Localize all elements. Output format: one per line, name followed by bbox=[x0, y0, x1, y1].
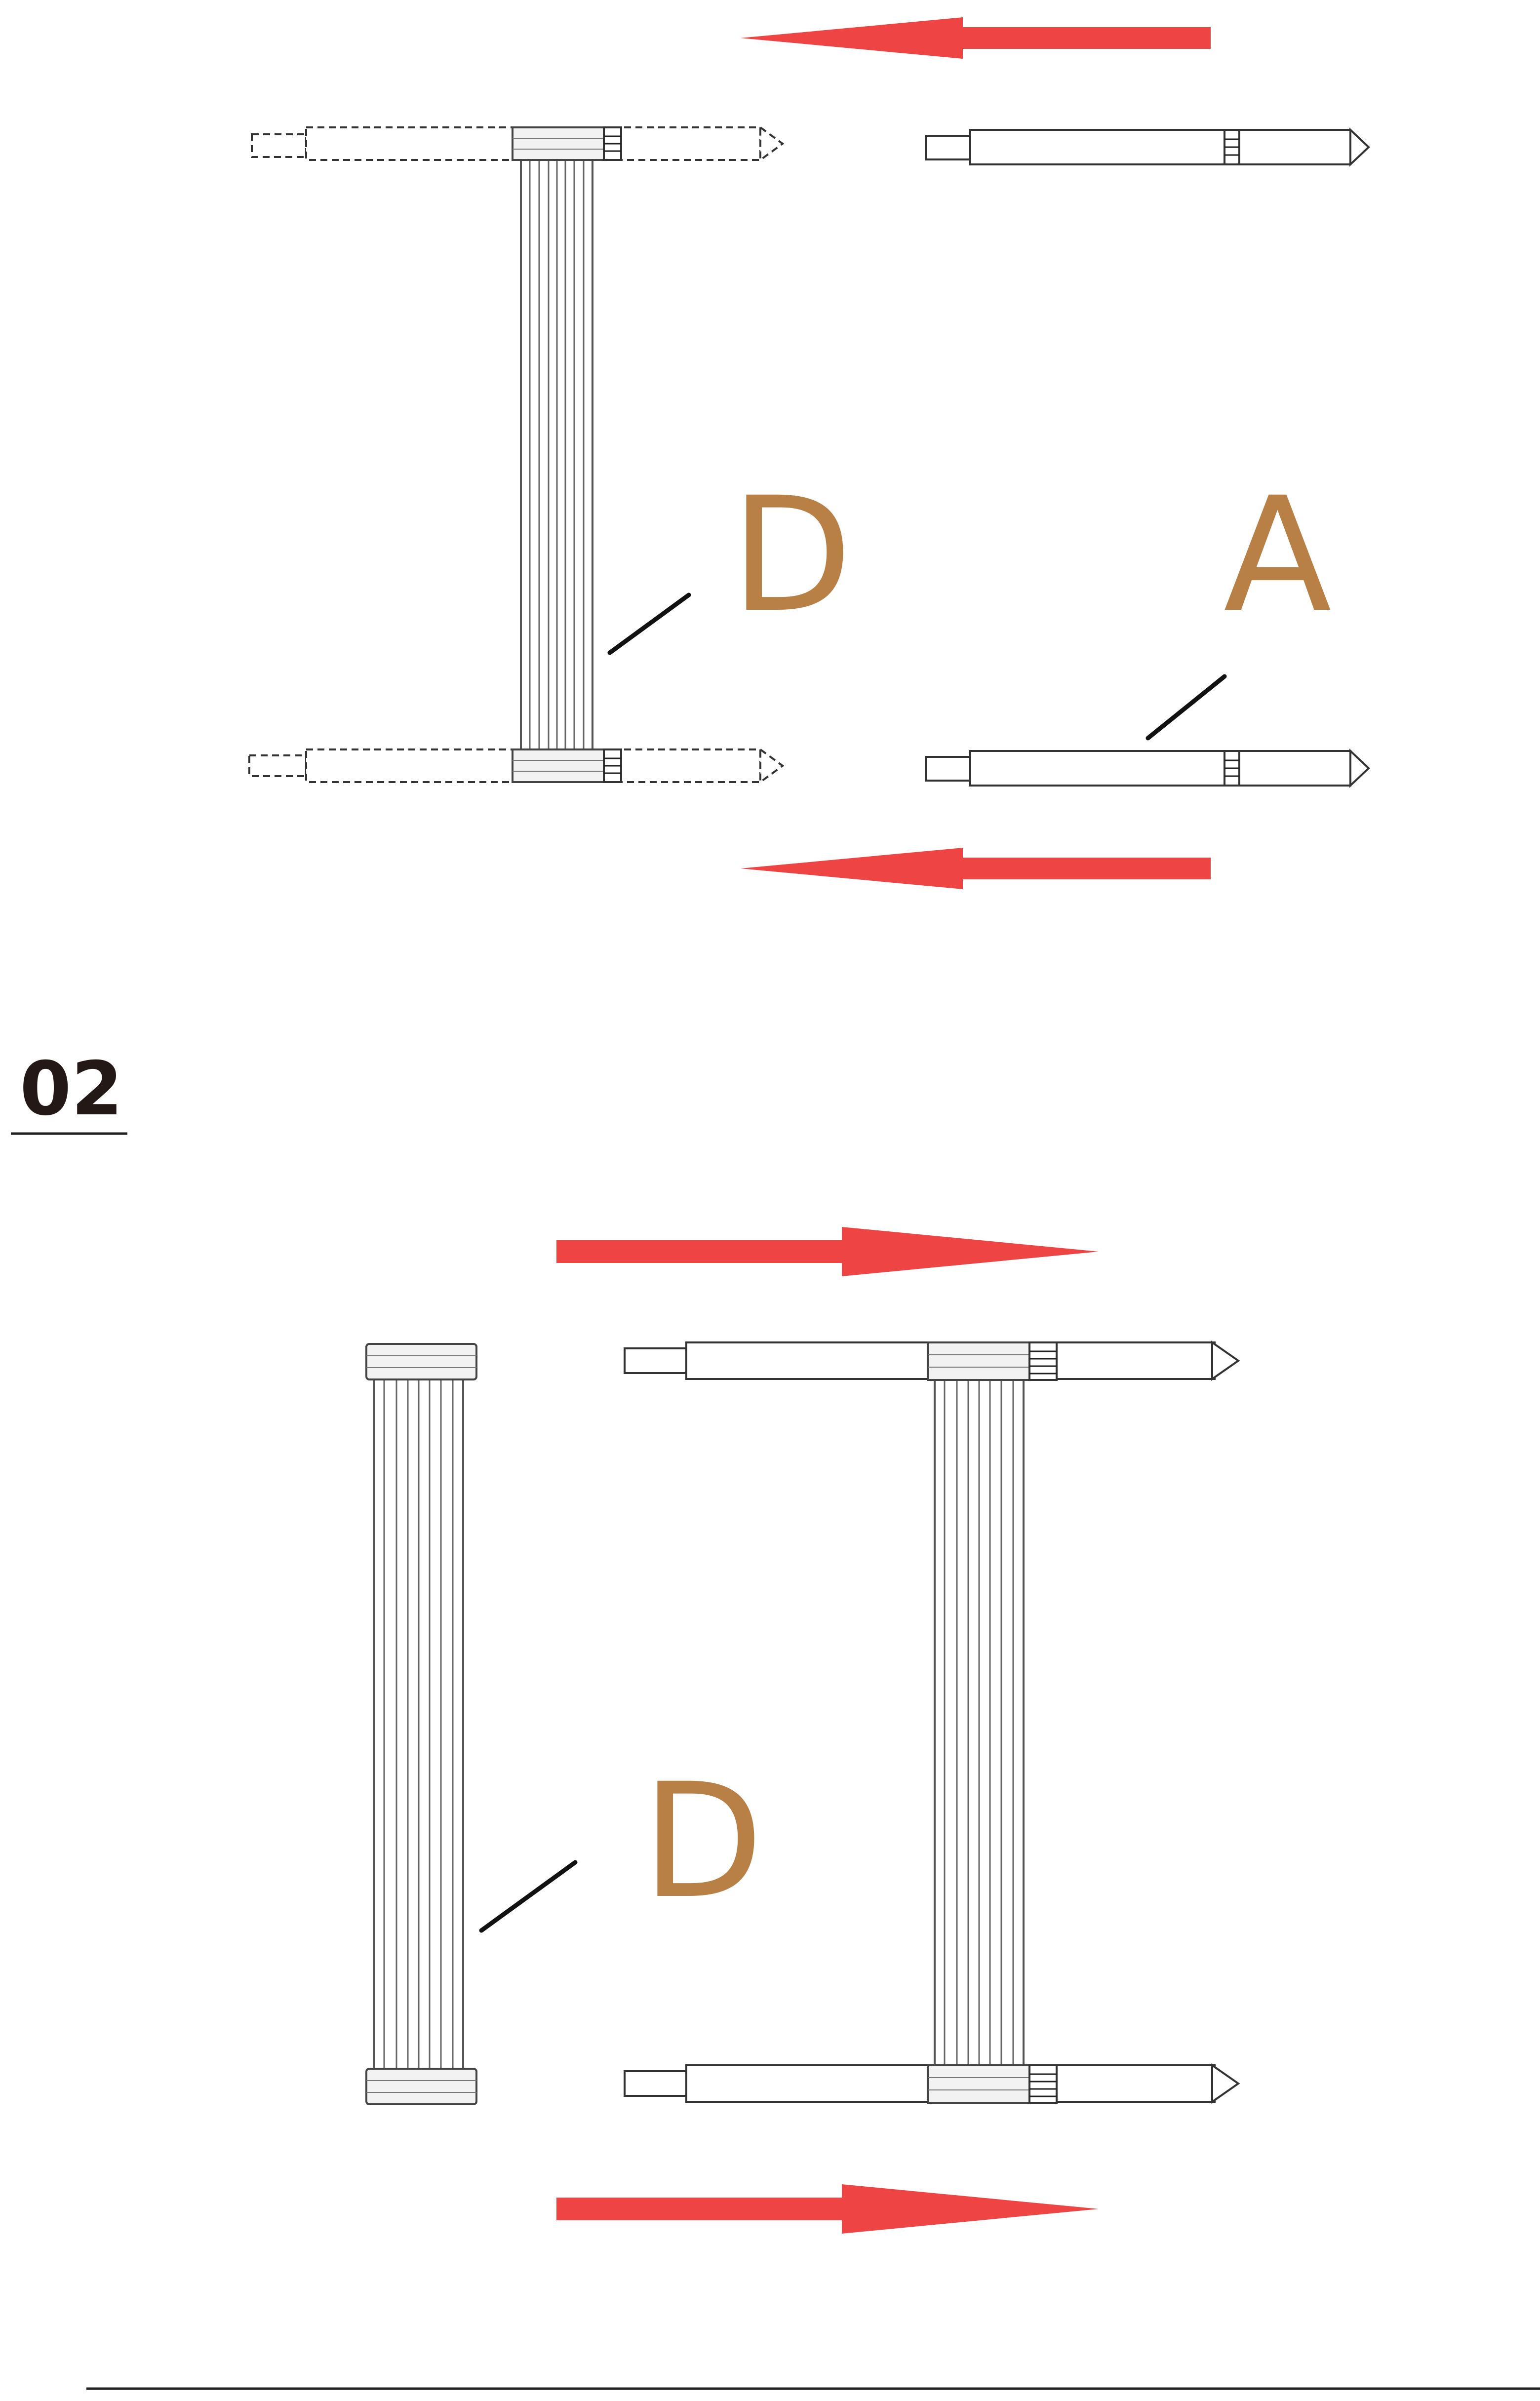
arrow-left-icon bbox=[741, 848, 1211, 889]
part-label-a: A bbox=[1224, 464, 1332, 647]
gate-panel-d-dashed bbox=[248, 125, 785, 784]
extension-tubes-a bbox=[925, 127, 1370, 788]
assembled-gate-section bbox=[624, 1340, 1240, 2104]
arrow-right-icon bbox=[556, 1227, 1099, 1276]
leader-line-a bbox=[1145, 674, 1227, 741]
gate-panel-d-standalone bbox=[365, 1343, 477, 2105]
part-label-d-bottom: D bbox=[642, 1750, 763, 1933]
part-label-d-top: D bbox=[731, 464, 852, 647]
step-number: 02 bbox=[20, 1046, 123, 1132]
arrow-left-icon bbox=[741, 17, 1211, 59]
arrow-right-icon bbox=[556, 2184, 1099, 2234]
leader-line-d-top bbox=[607, 592, 691, 655]
leader-line-d-bottom bbox=[479, 1860, 578, 1933]
